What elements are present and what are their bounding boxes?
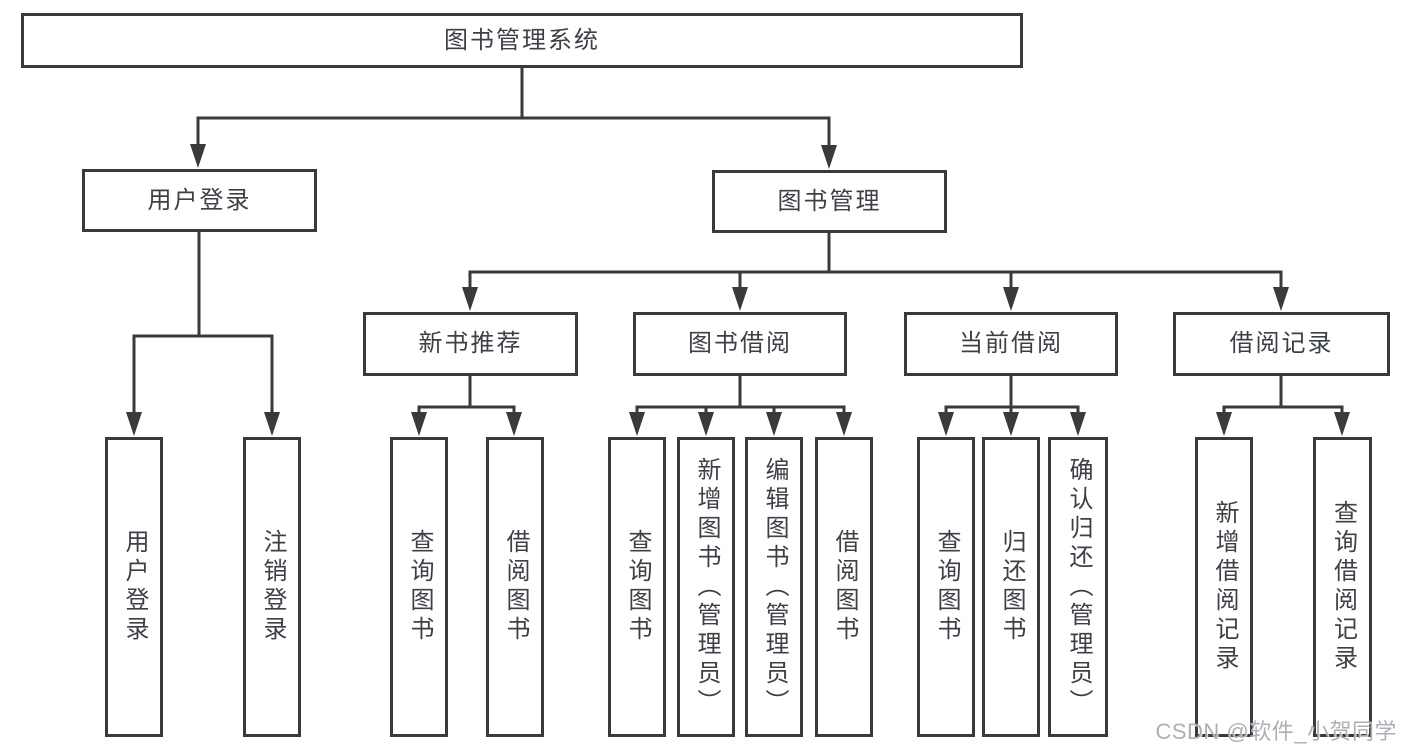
node-label: 当前借阅: [959, 330, 1063, 357]
node-label: 查询图书: [624, 529, 651, 645]
leaf-query-books-3: 查询图书: [917, 437, 975, 737]
leaf-return-books: 归还图书: [982, 437, 1040, 737]
node-label: 图书借阅: [688, 330, 792, 357]
node-borrowing-records: 借阅记录: [1173, 312, 1390, 376]
node-label: 借阅图书: [831, 529, 858, 645]
leaf-logout: 注销登录: [243, 437, 301, 737]
leaf-query-books-2: 查询图书: [608, 437, 666, 737]
node-label: 用户登录: [147, 186, 252, 214]
node-label: 查询图书: [406, 529, 433, 645]
leaf-query-borrow-record: 查询借阅记录: [1313, 437, 1372, 737]
node-current-borrowing: 当前借阅: [904, 312, 1118, 376]
node-label: 注销登录: [259, 529, 286, 645]
node-label: 归还图书: [998, 529, 1025, 645]
node-label: 确认归还（管理员）: [1065, 456, 1092, 718]
node-label: 编辑图书（管理员）: [761, 456, 788, 718]
leaf-user-login: 用户登录: [105, 437, 163, 737]
leaf-add-borrow-record: 新增借阅记录: [1195, 437, 1253, 737]
node-label: 查询图书: [933, 529, 960, 645]
node-label: 新书推荐: [418, 330, 523, 357]
node-new-book-recommend: 新书推荐: [363, 312, 578, 376]
leaf-confirm-return-admin: 确认归还（管理员）: [1048, 437, 1108, 737]
node-library-management-system: 图书管理系统: [21, 13, 1023, 68]
leaf-query-books-1: 查询图书: [390, 437, 448, 737]
node-label: 新增图书（管理员）: [693, 456, 720, 718]
leaf-borrow-books-1: 借阅图书: [486, 437, 544, 737]
node-label: 图书管理: [777, 187, 882, 215]
leaf-edit-books-admin: 编辑图书（管理员）: [745, 437, 803, 737]
node-label: 图书管理系统: [444, 26, 600, 54]
node-user-login: 用户登录: [82, 169, 317, 232]
node-book-management: 图书管理: [712, 170, 947, 233]
node-label: 借阅记录: [1229, 330, 1334, 357]
node-label: 用户登录: [121, 529, 148, 645]
arrowheads: [126, 144, 1350, 436]
leaf-add-books-admin: 新增图书（管理员）: [677, 437, 735, 737]
node-label: 查询借阅记录: [1329, 500, 1357, 674]
leaf-borrow-books-2: 借阅图书: [815, 437, 873, 737]
node-label: 新增借阅记录: [1211, 500, 1238, 674]
node-label: 借阅图书: [502, 529, 529, 645]
node-book-borrowing: 图书借阅: [633, 312, 847, 376]
csdn-watermark: CSDN @软件_小贺同学: [1155, 719, 1397, 744]
